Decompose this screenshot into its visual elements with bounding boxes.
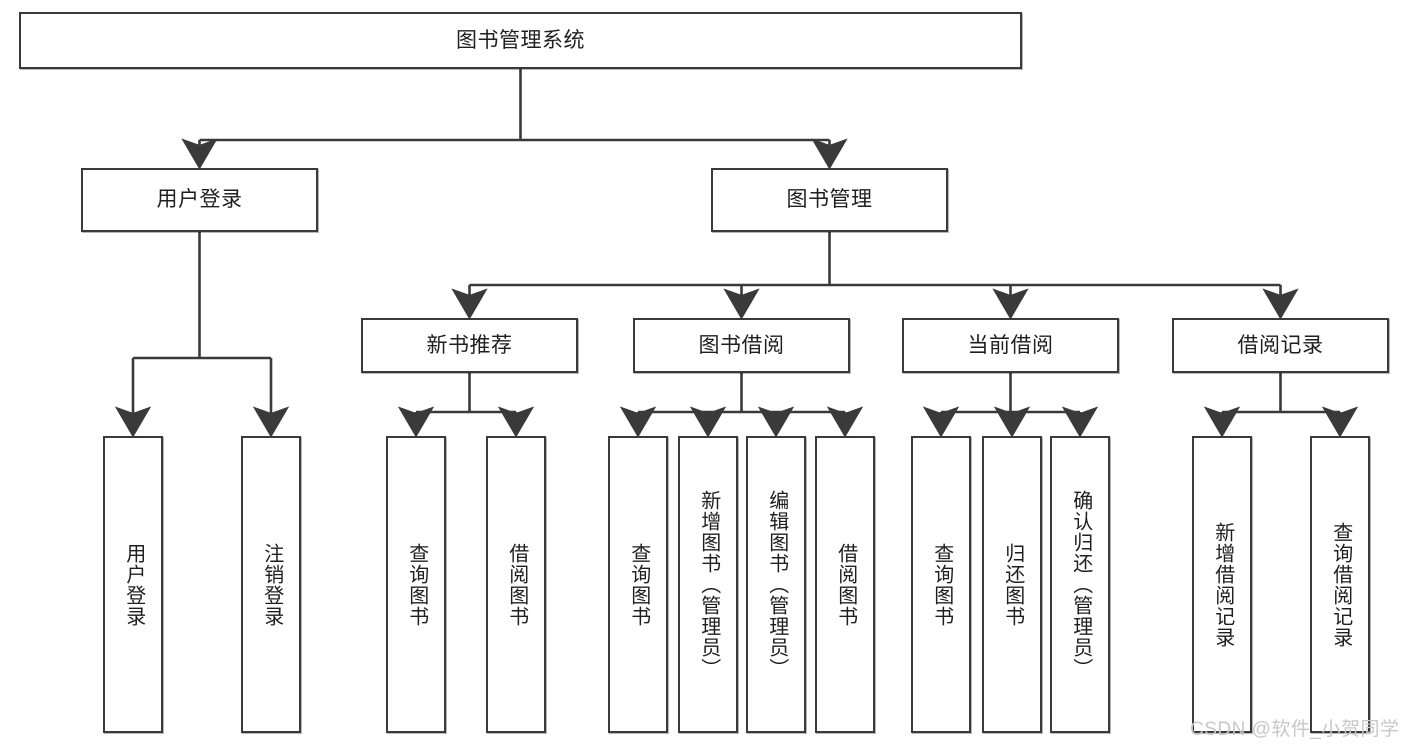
node-label: 新书推荐 <box>426 333 513 357</box>
node-leaf-10[interactable]: 归还图书 <box>982 436 1042 733</box>
node-leaf-1[interactable]: 用户登录 <box>103 436 163 733</box>
node-label: 查询图书 <box>930 542 953 627</box>
node-label: 编辑图书（管理员） <box>765 490 788 679</box>
node-leaf-5[interactable]: 查询图书 <box>608 436 668 733</box>
node-label: 新增借阅记录 <box>1211 521 1234 648</box>
node-label: 确认归还（管理员） <box>1069 490 1092 679</box>
node-label: 当前借阅 <box>967 333 1054 357</box>
node-leaf-3[interactable]: 查询图书 <box>386 436 446 733</box>
node-label: 借阅图书 <box>505 542 528 627</box>
node-label: 图书借阅 <box>698 333 785 357</box>
node-label: 查询图书 <box>405 542 428 627</box>
node-records[interactable]: 借阅记录 <box>1172 318 1389 373</box>
node-leaf-6[interactable]: 新增图书（管理员） <box>678 436 738 733</box>
watermark-label: CSDN @软件_小贺同学 <box>1190 719 1400 740</box>
node-label: 借阅图书 <box>834 542 857 627</box>
node-label: 查询图书 <box>627 542 650 627</box>
node-label: 用户登录 <box>122 542 145 627</box>
node-leaf-11[interactable]: 确认归还（管理员） <box>1050 436 1110 733</box>
node-leaf-4[interactable]: 借阅图书 <box>486 436 546 733</box>
node-leaf-9[interactable]: 查询图书 <box>911 436 971 733</box>
node-leaf-2[interactable]: 注销登录 <box>241 436 301 733</box>
node-leaf-7[interactable]: 编辑图书（管理员） <box>746 436 806 733</box>
node-leaf-13[interactable]: 查询借阅记录 <box>1310 436 1370 733</box>
node-borrow[interactable]: 图书借阅 <box>633 318 850 373</box>
node-label: 新增图书（管理员） <box>697 490 720 679</box>
node-current[interactable]: 当前借阅 <box>902 318 1119 373</box>
node-label: 查询借阅记录 <box>1329 521 1352 648</box>
node-label: 注销登录 <box>260 542 283 627</box>
node-newbook[interactable]: 新书推荐 <box>361 318 578 373</box>
node-bookmgmt[interactable]: 图书管理 <box>711 168 948 232</box>
node-label: 图书管理系统 <box>456 28 585 52</box>
node-label: 用户登录 <box>156 188 243 212</box>
node-label: 图书管理 <box>786 188 873 212</box>
node-leaf-12[interactable]: 新增借阅记录 <box>1192 436 1252 733</box>
node-label: 借阅记录 <box>1237 333 1324 357</box>
node-label: 归还图书 <box>1001 542 1024 627</box>
node-leaf-8[interactable]: 借阅图书 <box>815 436 875 733</box>
node-login[interactable]: 用户登录 <box>81 168 318 232</box>
node-root[interactable]: 图书管理系统 <box>19 12 1022 69</box>
